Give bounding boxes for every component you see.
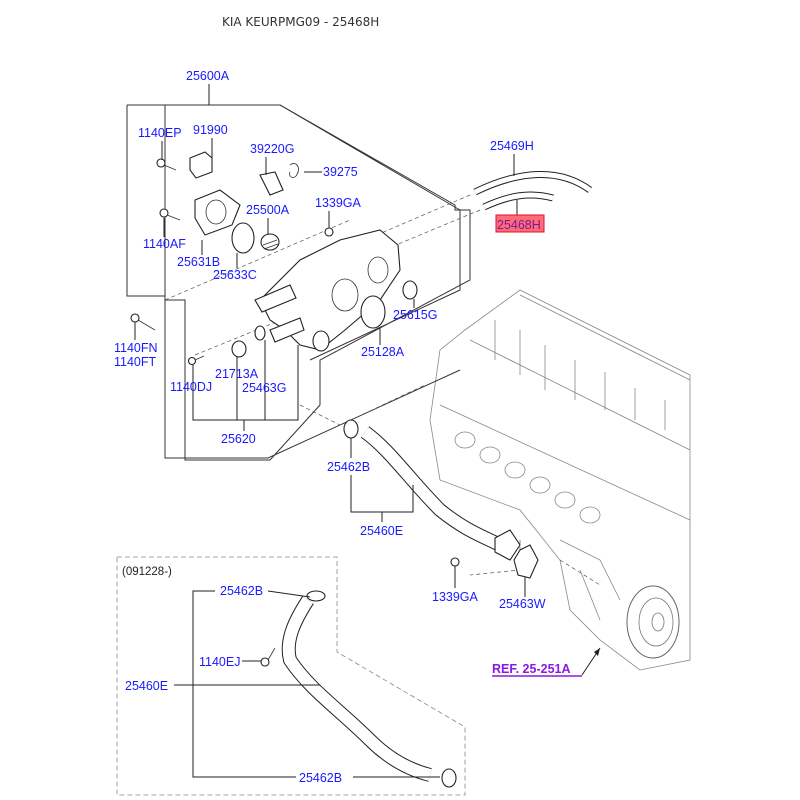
water-pipe-25460E-variant (281, 596, 432, 782)
label-1140EJ[interactable]: 1140EJ (199, 655, 240, 669)
o-ring-25463G (254, 325, 266, 341)
label-1140EP[interactable]: 1140EP (138, 126, 182, 140)
bolt-1140EJ (260, 647, 276, 667)
water-pipe-25460E-main (360, 426, 521, 561)
label-25633C[interactable]: 25633C (213, 268, 257, 282)
gasket-25615G (402, 280, 418, 300)
gasket-25463W (513, 544, 539, 579)
thermostat-25500A (260, 233, 280, 251)
bracket-91990 (189, 151, 213, 179)
variant-frame (116, 556, 466, 796)
label-25468H[interactable]: 25468H (497, 218, 541, 232)
label-1140FT[interactable]: 1140FT (114, 355, 157, 369)
group-frame-25600A (127, 104, 471, 461)
hose-25468H (482, 191, 554, 211)
label-25615G[interactable]: 25615G (393, 308, 437, 322)
label-25460E-variant[interactable]: 25460E (125, 679, 168, 693)
o-ring-25462B-main (343, 419, 359, 439)
label-25500A[interactable]: 25500A (246, 203, 290, 217)
selected-part-highlight[interactable]: 25468H (495, 214, 545, 233)
label-25462B-variant-top[interactable]: 25462B (220, 584, 263, 598)
reference-link[interactable]: REF. 25-251A (492, 662, 571, 676)
label-25463W[interactable]: 25463W (499, 597, 546, 611)
label-25462B-variant-bottom[interactable]: 25462B (299, 771, 342, 785)
callout-lines (134, 138, 601, 778)
bolt-1140DJ (187, 355, 205, 366)
engine-block-illustration (429, 289, 691, 671)
label-1339GA-bottom[interactable]: 1339GA (432, 590, 479, 604)
label-25463G[interactable]: 25463G (242, 381, 286, 395)
water-outlet-fitting-25631B (194, 189, 241, 236)
label-1339GA-top[interactable]: 1339GA (315, 196, 362, 210)
variant-date-label: (091228-) (122, 566, 172, 578)
label-25620[interactable]: 25620 (221, 432, 256, 446)
nut-1339GA-top (324, 227, 334, 237)
label-39220G[interactable]: 39220G (250, 142, 294, 156)
gasket-25633C (231, 222, 255, 254)
plug-21713A (231, 340, 247, 358)
sensor-39220G (259, 171, 284, 196)
label-25600A[interactable]: 25600A (186, 69, 230, 83)
gasket-25128A (360, 295, 386, 329)
bolt-1140EP (156, 158, 177, 171)
water-housing-25620 (254, 229, 401, 352)
label-21713A[interactable]: 21713A (215, 367, 259, 381)
o-ring-25462B-variant-top (306, 590, 326, 602)
label-25128A[interactable]: 25128A (361, 345, 405, 359)
clip-39275 (289, 163, 299, 178)
label-25460E-main[interactable]: 25460E (360, 524, 403, 538)
label-25469H[interactable]: 25469H (490, 139, 534, 153)
label-91990[interactable]: 91990 (193, 123, 228, 137)
label-25462B-main[interactable]: 25462B (327, 460, 370, 474)
label-25631B[interactable]: 25631B (177, 255, 220, 269)
label-1140DJ[interactable]: 1140DJ (170, 380, 212, 394)
o-ring-25462B-variant-bottom (441, 768, 457, 788)
diagram-title: KIA KEURPMG09 - 25468H (222, 15, 380, 29)
crankshaft-pulley-illustration (626, 585, 680, 659)
label-1140FN[interactable]: 1140FN (114, 341, 158, 355)
label-39275[interactable]: 39275 (323, 165, 358, 179)
label-1140AF[interactable]: 1140AF (143, 237, 186, 251)
nut-1339GA-bottom (450, 557, 460, 567)
hose-25469H (473, 171, 593, 196)
bolt-1140AF (159, 208, 181, 221)
